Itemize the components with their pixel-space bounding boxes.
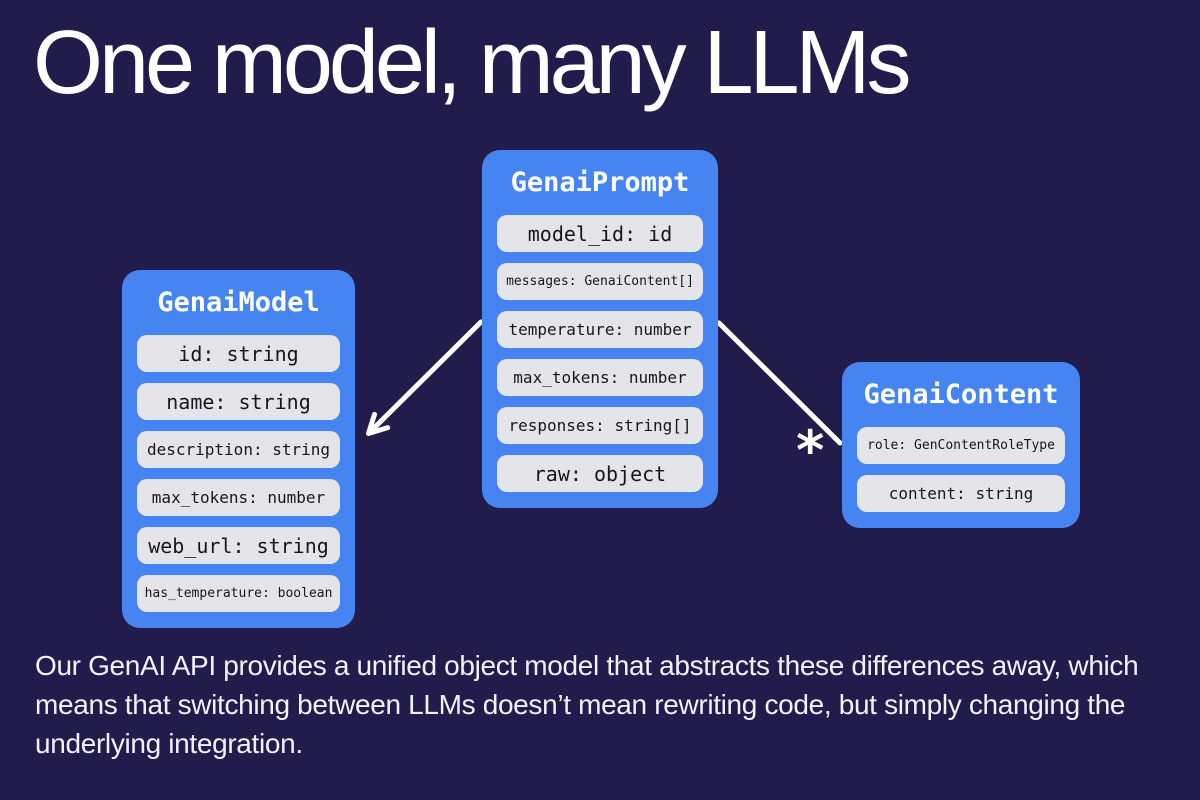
field-pill: role: GenContentRoleType	[857, 427, 1065, 464]
entity-title: GenaiPrompt	[510, 167, 690, 198]
field-pill: max_tokens: number	[137, 479, 340, 516]
field-pill: id: string	[137, 335, 340, 372]
multiplicity-asterisk: *	[794, 419, 827, 482]
field-pill: web_url: string	[137, 527, 340, 564]
entity-title: GenaiModel	[157, 287, 320, 318]
description-text: Our GenAI API provides a unified object …	[35, 650, 1139, 759]
field-pill: messages: GenaiContent[]	[497, 263, 703, 300]
field-pill: content: string	[857, 475, 1065, 512]
field-pill: temperature: number	[497, 311, 703, 348]
field-pill: raw: object	[497, 455, 703, 492]
page-title: One model, many LLMs	[33, 13, 911, 113]
entity-card-genaicontent: GenaiContent role: GenContentRoleType cont…	[842, 362, 1080, 528]
entity-title: GenaiContent	[863, 379, 1059, 410]
field-pill: description: string	[137, 431, 340, 468]
connector-prompt-to-model-arrow	[366, 319, 484, 436]
entity-card-genaiprompt: GenaiPrompt model_id: id messages: GenaiCo…	[482, 150, 718, 508]
field-pill: name: string	[137, 383, 340, 420]
field-pill: responses: string[]	[497, 407, 703, 444]
field-pill: max_tokens: number	[497, 359, 703, 396]
entity-card-genaimodel: GenaiModel id: string name: string descript…	[122, 270, 355, 628]
field-pill: has_temperature: boolean	[137, 575, 340, 612]
field-pill: model_id: id	[497, 215, 703, 252]
